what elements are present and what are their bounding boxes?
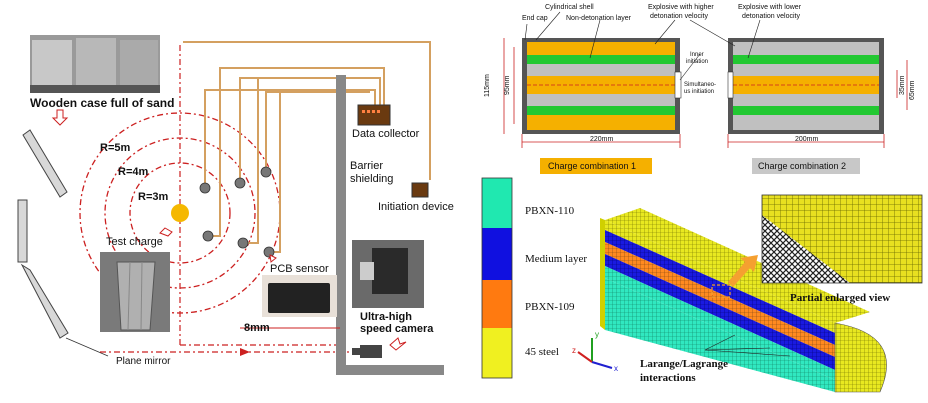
- dim-115-label: 115mm: [484, 74, 491, 97]
- dim-220-label: 220mm: [590, 136, 614, 143]
- legend-label-medium: Medium layer: [525, 253, 588, 265]
- camera-photo: [352, 240, 424, 308]
- simul-init-label-1: Simultaneo-: [684, 82, 717, 88]
- camera-icon: [352, 345, 382, 358]
- camera-label-2: speed camera: [360, 323, 434, 335]
- bottom-right-panel: [481, 177, 923, 393]
- inner-init-label-1: Inner: [690, 52, 704, 58]
- legend-label-steel: 45 steel: [525, 346, 559, 358]
- non-det-label: Non-detonation layer: [566, 15, 631, 22]
- top-right-panel: [503, 11, 908, 174]
- case-arrow: [51, 109, 69, 126]
- inner-init-label-2: initiation: [686, 59, 709, 65]
- legend-swatch-pbxn110: [482, 178, 512, 228]
- partial-view-label: Partial enlarged view: [790, 292, 891, 304]
- interaction-label-2: interactions: [640, 372, 696, 384]
- end-cap-label: End cap: [522, 15, 548, 22]
- test-charge-photo: [100, 252, 170, 332]
- lower-vel-label-1: Explosive with lower: [738, 4, 802, 11]
- dim-200-label: 200mm: [795, 136, 819, 143]
- higher-vel-label-2: detonation velocity: [650, 13, 708, 20]
- combo1-label: Charge combination 1: [548, 161, 637, 171]
- data-collector: [357, 104, 391, 126]
- radius-label-4m: R=4m: [118, 166, 149, 178]
- barrier-label-1: Barrier: [350, 160, 384, 172]
- axis-label-x: x: [614, 364, 618, 373]
- left-panel: [17, 35, 444, 375]
- legend-swatch-medium: [482, 228, 512, 280]
- test-charge: [171, 204, 189, 222]
- legend-swatch-steel: [482, 328, 512, 378]
- simul-init-label-2: us initiation: [684, 89, 715, 95]
- axis-label-y: y: [595, 330, 599, 339]
- pcb-sensor-photo: [262, 275, 337, 317]
- distance-label: 8mm: [244, 322, 270, 334]
- initiation-device-label: Initiation device: [378, 201, 454, 213]
- mirror-label: Plane mirror: [116, 356, 171, 367]
- test-charge-label: Test charge: [106, 236, 163, 248]
- higher-vel-label-1: Explosive with higher: [648, 4, 714, 11]
- barrier-shielding: [336, 75, 346, 365]
- interaction-label-1: Larange/Lagrange: [640, 358, 728, 370]
- axis-label-z: z: [572, 346, 576, 355]
- legend-swatch-pbxn109: [482, 280, 512, 328]
- dim-65-label: 65mm: [909, 80, 916, 100]
- sand-case-label: Wooden case full of sand: [30, 96, 175, 110]
- sand-case-photo: [30, 35, 160, 93]
- combo1-label-bg: [540, 158, 652, 174]
- data-collector-label: Data collector: [352, 128, 420, 140]
- cyl-shell-label: Cylindrical shell: [545, 4, 594, 11]
- mesh-model: [600, 208, 887, 393]
- dim-35-label: 35mm: [899, 75, 906, 95]
- dim-95-label: 95mm: [504, 75, 511, 95]
- partial-zoom-view: [761, 194, 923, 284]
- combo2-label-bg: [752, 158, 860, 174]
- radius-label-5m: R=5m: [100, 142, 131, 154]
- barrier-label-2: shielding: [350, 173, 394, 185]
- pcb-sensors: [199, 166, 275, 258]
- sensor-wires: [183, 41, 431, 253]
- pcb-sensor-label: PCB sensor: [270, 263, 329, 275]
- plane-mirror-segments: [17, 129, 69, 339]
- legend-label-pbxn109: PBXN-109: [525, 301, 575, 313]
- axis-triad: [577, 338, 613, 369]
- lower-vel-label-2: detonation velocity: [742, 13, 800, 20]
- legend-label-pbxn110: PBXN-110: [525, 205, 575, 217]
- camera-label-1: Ultra-high: [360, 311, 412, 323]
- radius-label-3m: R=3m: [138, 191, 169, 203]
- initiation-device: [411, 182, 429, 198]
- combo2-label: Charge combination 2: [758, 161, 847, 171]
